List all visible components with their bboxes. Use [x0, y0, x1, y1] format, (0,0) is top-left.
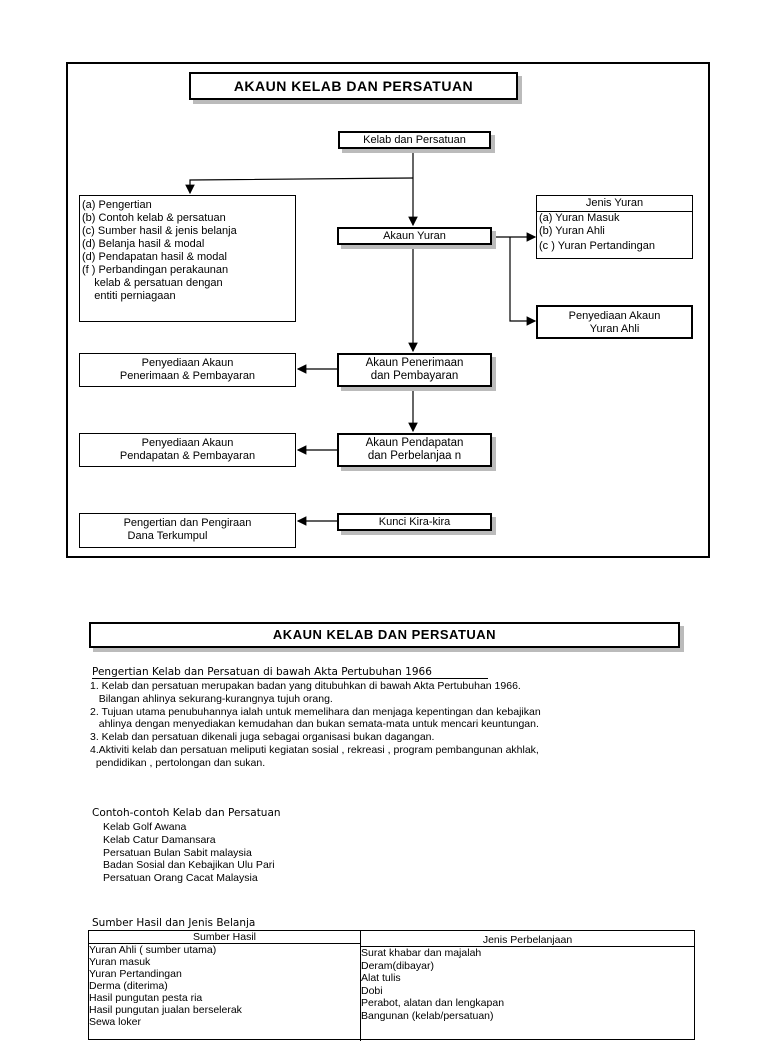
label: Yuran Ahli: [589, 323, 640, 335]
label: Akaun Penerimaan: [365, 357, 464, 369]
label: dan Perbelanjaa n: [367, 450, 462, 462]
jenis-yuran-item: (a) Yuran Masuk: [539, 212, 620, 224]
table-cell: Surat khabar dan majalah: [361, 947, 482, 959]
definition-heading: Pengertian Kelab dan Persatuan di bawah …: [92, 666, 488, 679]
topic-item: (d) Belanja hasil & modal: [82, 238, 205, 250]
example-item: Persatuan Orang Cacat Malaysia: [103, 872, 258, 885]
node-penyediaan-yuran-ahli: Penyediaan Akaun Yuran Ahli: [536, 305, 693, 339]
node-jenis-yuran: Jenis Yuran (a) Yuran Masuk (b) Yuran Ah…: [536, 195, 693, 259]
node-kelab-dan-persatuan: Kelab dan Persatuan: [338, 131, 491, 149]
definition-line: ahlinya dengan menyediakan kemudahan dan…: [90, 718, 539, 731]
definition-line: 2. Tujuan utama penubuhannya ialah untuk…: [90, 705, 541, 718]
topic-item: entiti perniagaan: [82, 290, 176, 302]
jenis-yuran-header: Jenis Yuran: [537, 196, 692, 212]
topic-item: kelab & persatuan dengan: [82, 277, 223, 289]
flowchart-frame: [66, 62, 710, 558]
table-cell: Hasil pungutan jualan berselerak: [89, 1004, 242, 1016]
definition-line: Bilangan ahlinya sekurang-kurangnya tuju…: [90, 692, 333, 705]
table-cell: Yuran Ahli ( sumber utama): [89, 944, 217, 956]
table-header: Sumber Hasil: [89, 931, 360, 944]
table-cell: Deram(dibayar): [361, 959, 434, 972]
node-topics-list: (a) Pengertian(b) Contoh kelab & persatu…: [79, 195, 296, 322]
table-heading: Sumber Hasil dan Jenis Belanja: [92, 917, 256, 929]
node-akaun-penerimaan: Akaun Penerimaan dan Pembayaran: [337, 353, 492, 387]
node-penyediaan-pendapatan: Penyediaan Akaun Pendapatan & Pembayaran: [79, 433, 296, 467]
table-cell: Yuran Pertandingan: [89, 968, 182, 980]
node-penyediaan-penerimaan: Penyediaan Akaun Penerimaan & Pembayaran: [79, 353, 296, 387]
examples-heading: Contoh-contoh Kelab dan Persatuan: [92, 807, 281, 819]
label: dan Pembayaran: [370, 370, 459, 382]
label: Akaun Pendapatan: [365, 437, 464, 449]
example-item: Kelab Catur Damansara: [103, 833, 216, 846]
example-item: Kelab Golf Awana: [103, 821, 187, 833]
node-kunci-kira-kira: Kunci Kira-kira: [337, 513, 492, 531]
node-pengertian-dana: Pengertian dan Pengiraan Dana Terkumpul: [79, 513, 296, 548]
topic-item: (c) Sumber hasil & jenis belanja: [82, 225, 237, 237]
definition-line: 4.Aktiviti kelab dan persatuan meliputi …: [90, 743, 539, 756]
arrow-yuran-to-penyediaan: [509, 237, 537, 326]
label: Dana Terkumpul: [127, 530, 208, 542]
label: Penyediaan Akaun: [141, 437, 234, 449]
table-cell: Perabot, alatan dan lengkapan: [361, 997, 505, 1009]
label: Penerimaan & Pembayaran: [119, 370, 256, 382]
topic-item: (a) Pengertian: [82, 199, 152, 211]
table-cell: Alat tulis: [361, 972, 401, 984]
table-header: Jenis Perbelanjaan: [361, 931, 694, 947]
example-item: Persatuan Bulan Sabit malaysia: [103, 846, 252, 859]
table-cell: Derma (diterima): [89, 980, 168, 992]
example-item: Badan Sosial dan Kebajikan Ulu Pari: [103, 859, 275, 872]
label: Pengertian dan Pengiraan: [123, 517, 252, 529]
label: Pendapatan & Pembayaran: [119, 450, 256, 462]
label: Penyediaan Akaun: [141, 357, 234, 369]
label: Penyediaan Akaun: [568, 310, 661, 322]
arrow-to-topics: [185, 177, 414, 195]
table-cell: Hasil pungutan pesta ria: [89, 992, 203, 1004]
jenis-yuran-item: (c ) Yuran Pertandingan: [539, 240, 655, 252]
table-cell: Dobi: [361, 984, 383, 997]
page2-title: AKAUN KELAB DAN PERSATUAN: [89, 622, 680, 648]
table-cell: Sewa loker: [89, 1016, 141, 1028]
topic-item: (f ) Perbandingan perakaunan: [82, 264, 229, 276]
definition-line: 3. Kelab dan persatuan dikenali juga seb…: [90, 731, 435, 744]
definition-line: pendidikan , pertolongan dan sukan.: [90, 756, 266, 769]
definition-list: 1. Kelab dan persatuan merupakan badan y…: [90, 680, 541, 770]
node-akaun-pendapatan: Akaun Pendapatan dan Perbelanjaa n: [337, 433, 492, 467]
table-cell: Yuran masuk: [89, 956, 151, 968]
jenis-yuran-item: (b) Yuran Ahli: [539, 225, 605, 237]
table-cell: Bangunan (kelab/persatuan): [361, 1009, 494, 1022]
topic-item: (b) Contoh kelab & persatuan: [82, 212, 226, 224]
flowchart-title: AKAUN KELAB DAN PERSATUAN: [189, 72, 518, 100]
topic-item: (d) Pendapatan hasil & modal: [82, 251, 227, 263]
definition-line: 1. Kelab dan persatuan merupakan badan y…: [90, 680, 521, 692]
node-akaun-yuran: Akaun Yuran: [337, 227, 492, 245]
